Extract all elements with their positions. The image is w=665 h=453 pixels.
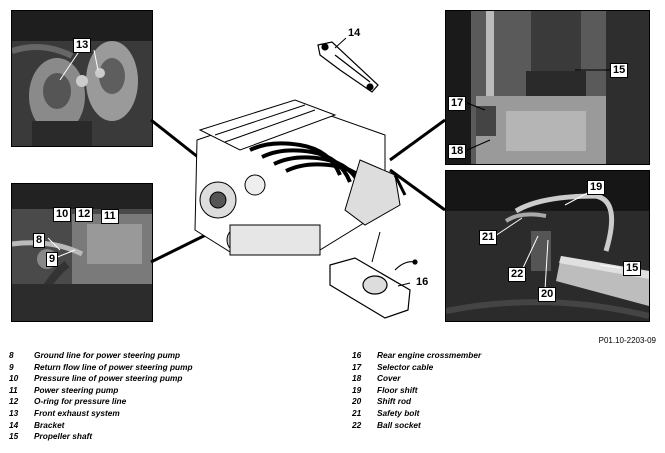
callout-10: 10 bbox=[53, 207, 72, 222]
callout-16: 16 bbox=[416, 276, 429, 288]
callout-13: 13 bbox=[73, 38, 92, 53]
legend-item: 22 Ball socket bbox=[352, 420, 481, 432]
legend-left: 8 Ground line for power steering pump 9 Re… bbox=[9, 350, 193, 443]
legend-number: 8 bbox=[9, 350, 14, 360]
legend-label: Ball socket bbox=[377, 419, 421, 430]
legend-item: 12 O-ring for pressure line bbox=[9, 396, 193, 408]
legend-item: 13 Front exhaust system bbox=[9, 408, 193, 420]
callout-15-top: 15 bbox=[610, 63, 629, 78]
legend-label: Selector cable bbox=[377, 361, 434, 372]
legend-right: 16 Rear engine crossmember 17 Selector cab… bbox=[352, 350, 481, 431]
callout-18: 18 bbox=[448, 144, 467, 159]
legend-number: 10 bbox=[9, 373, 19, 384]
legend-label: Ground line for power steering pump bbox=[34, 350, 181, 360]
callout-8: 8 bbox=[33, 233, 46, 248]
legend-number: 11 bbox=[9, 384, 18, 395]
callout-9: 9 bbox=[46, 252, 59, 267]
callout-15-bottom: 15 bbox=[623, 261, 642, 276]
photo-front-exhaust bbox=[11, 10, 153, 147]
legend-item: 9 Return flow line of power steering pump bbox=[9, 362, 193, 374]
legend-number: 14 bbox=[9, 419, 19, 430]
legend-item: 17 Selector cable bbox=[352, 362, 481, 374]
callout-14: 14 bbox=[348, 27, 361, 39]
engine-illustration bbox=[194, 99, 407, 256]
callout-17: 17 bbox=[448, 96, 467, 111]
bracket-illustration bbox=[317, 41, 379, 93]
legend-item: 14 Bracket bbox=[9, 420, 193, 432]
legend-label: Shift rod bbox=[377, 396, 412, 407]
legend-item: 15 Propeller shaft bbox=[9, 431, 193, 443]
legend-number: 15 bbox=[9, 431, 19, 442]
legend-number: 22 bbox=[352, 419, 362, 430]
legend-label: Return flow line of power steering pump bbox=[34, 361, 193, 372]
legend-item: 18 Cover bbox=[352, 373, 481, 385]
legend-label: Propeller shaft bbox=[34, 431, 93, 442]
callout-12: 12 bbox=[75, 207, 94, 222]
legend-label: Safety bolt bbox=[377, 407, 420, 418]
legend-label: Floor shift bbox=[377, 384, 418, 395]
callout-22: 22 bbox=[508, 267, 527, 282]
legend-item: 19 Floor shift bbox=[352, 385, 481, 397]
legend-number: 18 bbox=[352, 373, 362, 384]
callout-11: 11 bbox=[101, 209, 119, 224]
legend-number: 17 bbox=[352, 361, 362, 372]
legend-number: 9 bbox=[9, 361, 14, 372]
legend-item: 8 Ground line for power steering pump bbox=[9, 350, 193, 362]
legend-label: Bracket bbox=[34, 419, 65, 430]
callout-19: 19 bbox=[587, 180, 606, 195]
callout-21: 21 bbox=[479, 230, 498, 245]
legend-number: 12 bbox=[9, 396, 19, 407]
legend-item: 11 Power steering pump bbox=[9, 385, 193, 397]
legend-number: 20 bbox=[352, 396, 362, 407]
photo-selector-cable bbox=[445, 10, 650, 165]
legend-number: 16 bbox=[352, 350, 362, 360]
legend-label: Pressure line of power steering pump bbox=[34, 373, 183, 384]
photo-power-steering-pump bbox=[11, 183, 153, 322]
legend-number: 21 bbox=[352, 407, 362, 418]
legend-item: 21 Safety bolt bbox=[352, 408, 481, 420]
legend-item: 16 Rear engine crossmember bbox=[352, 350, 481, 362]
legend-item: 20 Shift rod bbox=[352, 396, 481, 408]
legend-item: 10 Pressure line of power steering pump bbox=[9, 373, 193, 385]
legend-label: Power steering pump bbox=[34, 384, 119, 395]
legend-label: Front exhaust system bbox=[34, 407, 120, 418]
crossmember-illustration bbox=[329, 257, 418, 319]
legend-label: O-ring for pressure line bbox=[34, 396, 127, 407]
legend-number: 13 bbox=[9, 407, 19, 418]
legend-number: 19 bbox=[352, 384, 362, 395]
legend-label: Cover bbox=[377, 373, 401, 384]
figure-code: P01.10-2203-09 bbox=[598, 336, 656, 345]
callout-20: 20 bbox=[538, 287, 557, 302]
legend-label: Rear engine crossmember bbox=[377, 350, 482, 360]
